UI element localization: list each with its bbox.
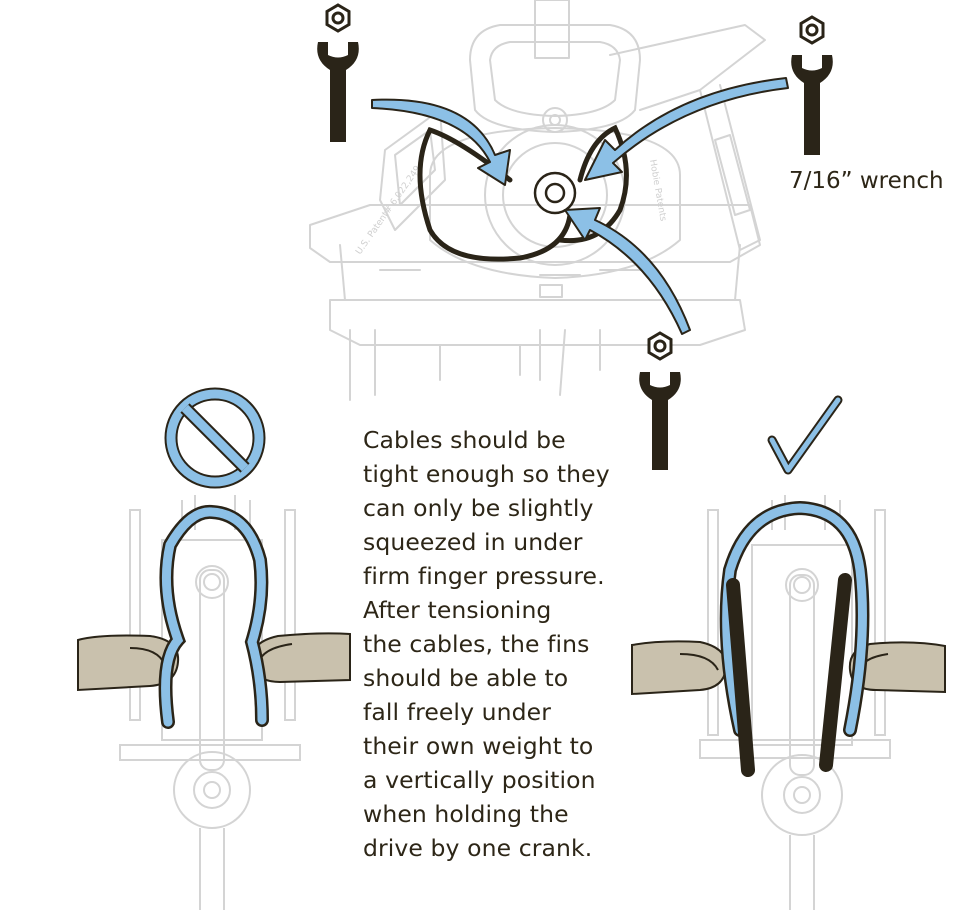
hex-nut-icon <box>647 331 673 361</box>
fin-left <box>726 578 755 777</box>
instructions-text: Cables should be tight enough so they ca… <box>363 426 610 862</box>
wrench-right <box>791 15 833 155</box>
arrow-right <box>584 77 789 181</box>
finger-right <box>250 632 351 684</box>
fin-right <box>819 573 852 772</box>
svg-text:Hobie Patents: Hobie Patents <box>647 159 668 223</box>
wrench-size-label: 7/16” wrench <box>789 168 944 194</box>
top-cables <box>417 124 629 262</box>
drive-incorrect <box>77 387 351 910</box>
wrench-bottom <box>639 331 681 470</box>
arrow-left <box>371 98 511 186</box>
arrow-bottom <box>564 207 691 335</box>
wrench-icon <box>639 372 681 470</box>
hex-nut-icon <box>799 15 825 45</box>
drive-correct <box>631 395 946 910</box>
center-hub <box>533 171 577 215</box>
wrench-icon <box>791 55 833 155</box>
prohibited-icon <box>164 387 266 489</box>
tighten-arrows <box>371 77 789 335</box>
wrench-left <box>317 3 359 142</box>
hex-nut-icon <box>325 3 351 33</box>
wrench-icon <box>317 42 359 142</box>
svg-text:U.S. Patent# 6,022,249: U.S. Patent# 6,022,249 <box>354 164 423 257</box>
loose-cable <box>158 504 269 729</box>
